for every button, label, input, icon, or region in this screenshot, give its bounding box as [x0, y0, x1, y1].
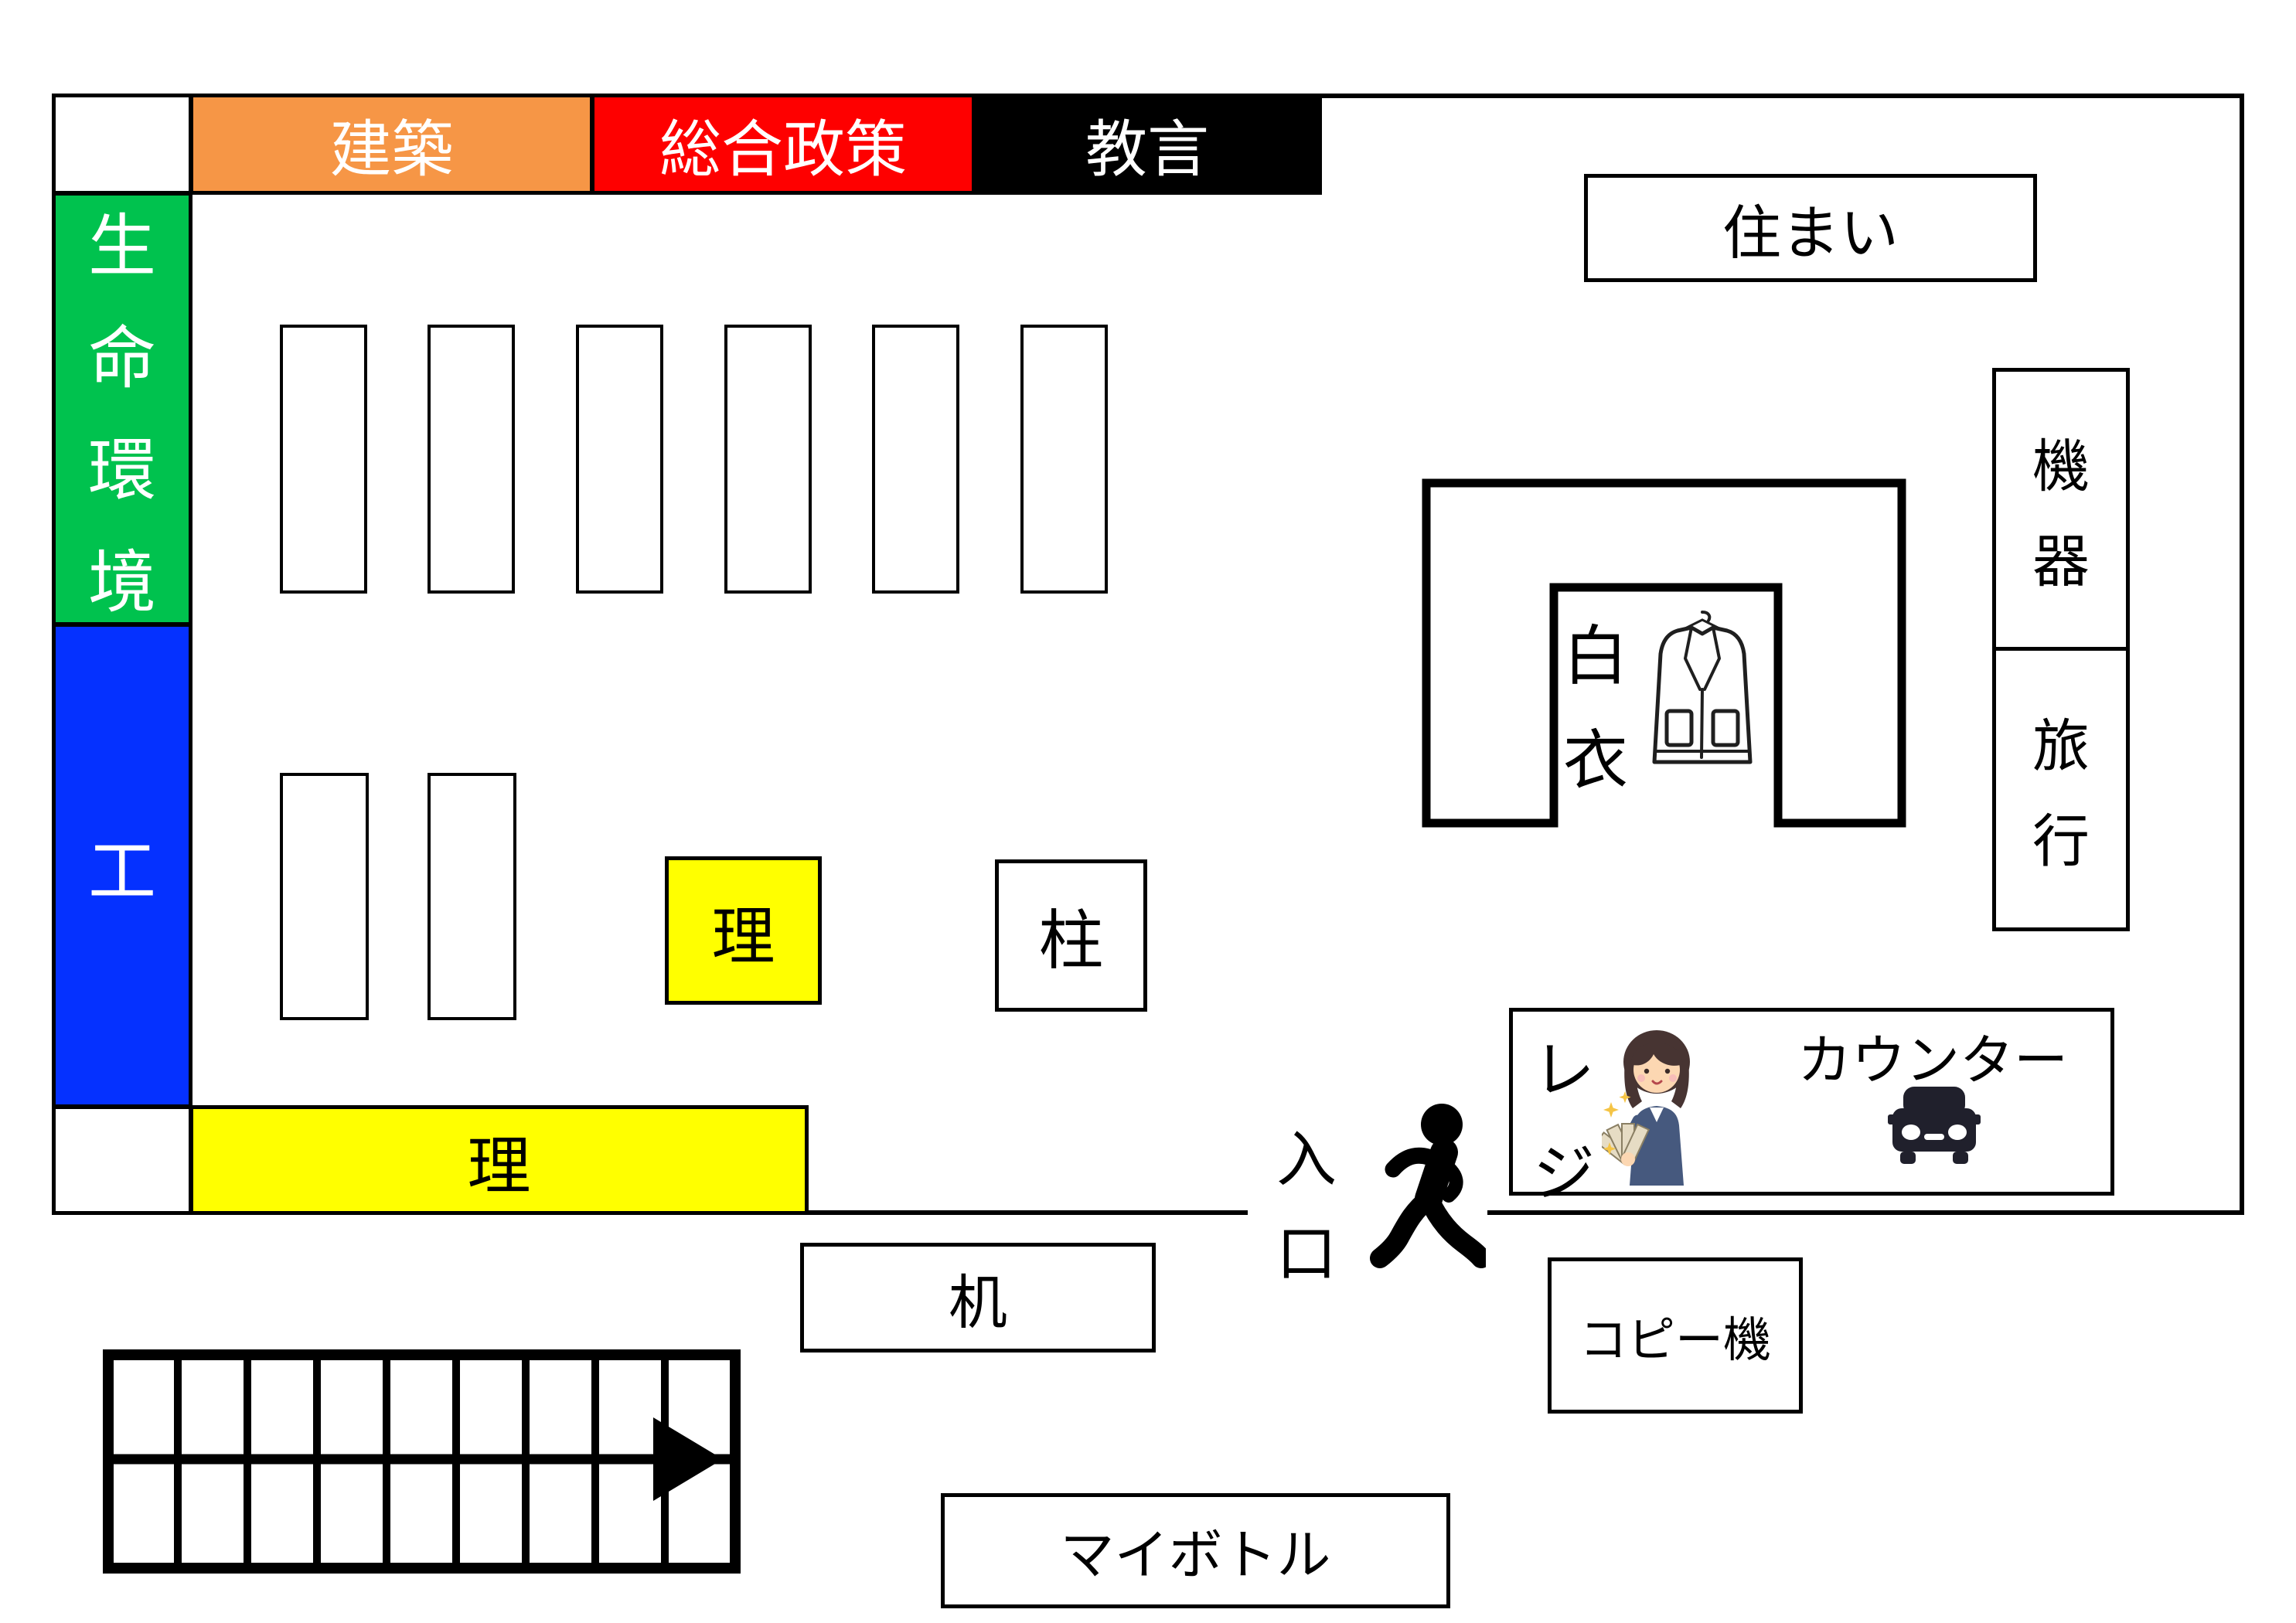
section-sogoseisaku: 総合政策: [591, 94, 976, 195]
lab-coat-icon: [1652, 611, 1753, 764]
desk-box: 机: [800, 1243, 1156, 1352]
shelf: [872, 325, 959, 594]
section-kogaku-label: 工: [87, 832, 156, 910]
section-seimei-kankyo-char: 境: [87, 544, 156, 621]
section-seimei-kankyo: 生 命 環 境: [52, 192, 192, 626]
counter-box: [1509, 1008, 2114, 1196]
sumai-box: 住まい: [1584, 174, 2037, 282]
shelf: [280, 773, 369, 1020]
section-kyogen-label: 教言: [1085, 114, 1209, 184]
section-seimei-kankyo-char: 環: [87, 432, 156, 509]
ryoko-box-char: 行: [2032, 809, 2090, 873]
stairs: [103, 1349, 741, 1574]
car-icon: [1888, 1087, 1981, 1164]
sumai-box-label: 住まい: [1722, 201, 1899, 267]
pillar-box-label: 柱: [1038, 904, 1104, 977]
shelf: [724, 325, 812, 594]
shelf: [1020, 325, 1108, 594]
shelf: [576, 325, 663, 594]
shelf: [428, 773, 516, 1020]
walking-person-icon: [1370, 1104, 1486, 1268]
kiki-box-char: 機: [2032, 434, 2090, 498]
cashier-illustration: [1602, 1030, 1690, 1186]
section-kyogen: 教言: [973, 94, 1322, 195]
copier-box: コピー機: [1548, 1257, 1803, 1414]
copier-box-label: コピー機: [1579, 1314, 1771, 1367]
ryoko-box: 旅 行: [1992, 647, 2130, 931]
kiki-box-char: 器: [2032, 529, 2090, 594]
section-kenchiku-label: 建築: [329, 114, 454, 184]
labcoat-fixture-outline: [1422, 478, 1906, 828]
science-box: 理: [665, 856, 822, 1005]
counter-label-text: カウンター: [1797, 1030, 2068, 1091]
section-seimei-kankyo-char: 命: [87, 320, 156, 396]
labcoat-label-char: 白: [1562, 620, 1628, 692]
entrance-label-char: 入: [1276, 1125, 1337, 1193]
register-label: レ ジ: [1529, 1020, 1599, 1213]
counter-label: カウンター: [1763, 1017, 2103, 1095]
register-label-char: レ: [1533, 1036, 1595, 1104]
labcoat-area-label: 白 衣: [1557, 604, 1634, 802]
top-corner-cell: [52, 94, 192, 195]
shelf: [428, 325, 515, 594]
section-sogoseisaku-label: 総合政策: [659, 114, 907, 184]
science-box-label: 理: [711, 901, 775, 972]
labcoat-label-char: 衣: [1562, 724, 1628, 797]
desk-box-label: 机: [949, 1271, 1007, 1336]
kiki-box: 機 器: [1992, 368, 2130, 651]
bottom-corner-cell: [52, 1105, 192, 1215]
entrance-label-char: 口: [1276, 1220, 1337, 1288]
section-kogaku: 工: [52, 623, 192, 1108]
bottle-box-label: マイボトル: [1060, 1525, 1331, 1585]
stairs-arrow-icon: [653, 1417, 723, 1501]
entrance-label: 入 口: [1274, 1111, 1339, 1292]
section-seimei-kankyo-char: 生: [87, 208, 156, 284]
shelf: [280, 325, 367, 594]
section-ri-bar: 理: [189, 1105, 809, 1215]
pillar-box: 柱: [995, 859, 1147, 1012]
ryoko-box-char: 旅: [2032, 714, 2090, 778]
section-ri-bar-label: 理: [467, 1131, 531, 1202]
bottle-box: マイボトル: [941, 1493, 1450, 1608]
section-kenchiku: 建築: [189, 94, 594, 195]
register-label-char: ジ: [1533, 1139, 1595, 1208]
